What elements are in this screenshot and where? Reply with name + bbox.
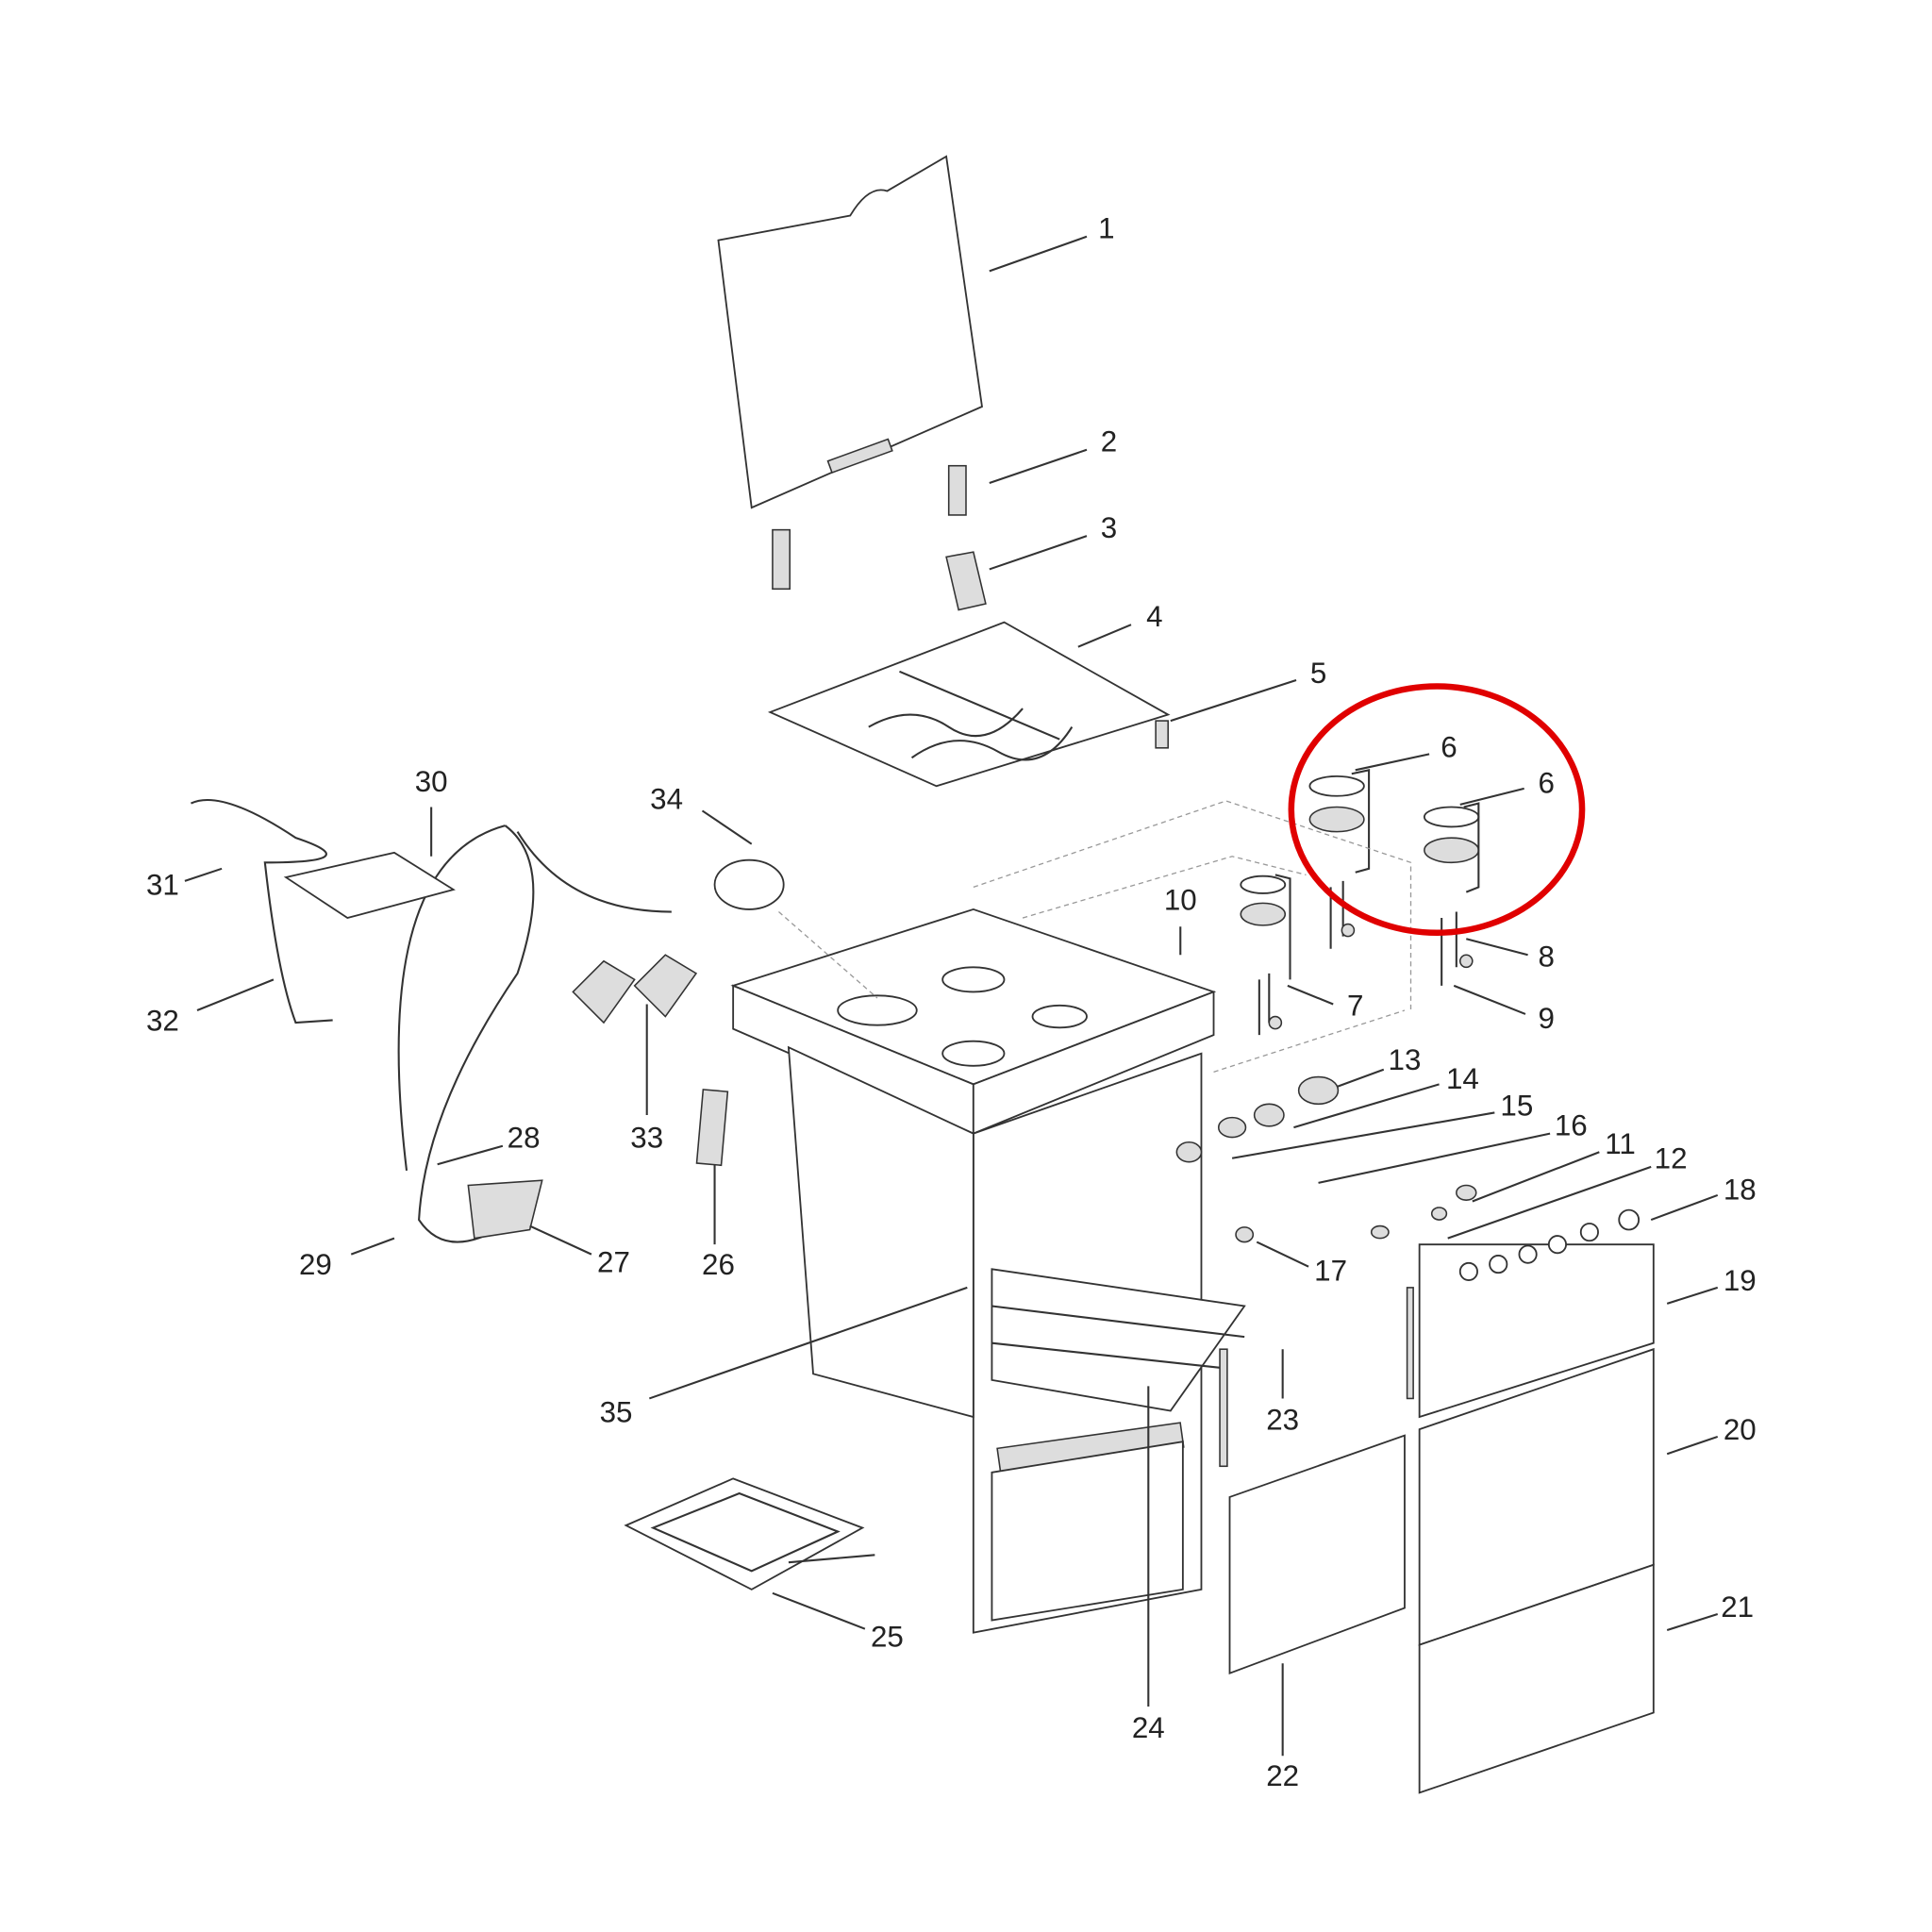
callout-labels: 1 2 3 4 5 6 6 7 8 9 10 11 12 13 14 15 16… xyxy=(146,212,1757,1792)
label-21: 21 xyxy=(1721,1591,1754,1624)
label-8: 8 xyxy=(1538,940,1554,973)
part-hotplate[interactable] xyxy=(713,858,878,999)
label-29: 29 xyxy=(299,1248,332,1281)
label-33: 33 xyxy=(630,1121,663,1154)
label-19: 19 xyxy=(1724,1264,1757,1297)
part-glass-lid[interactable] xyxy=(717,155,983,509)
label-24: 24 xyxy=(1132,1711,1165,1744)
label-23: 23 xyxy=(1266,1404,1299,1437)
highlight-circle xyxy=(1288,683,1586,936)
label-32: 32 xyxy=(146,1004,179,1037)
label-16: 16 xyxy=(1555,1108,1588,1141)
label-34: 34 xyxy=(650,782,683,815)
label-15: 15 xyxy=(1500,1089,1533,1122)
leader-lines xyxy=(184,235,1719,1757)
label-25: 25 xyxy=(871,1620,904,1653)
label-6b: 6 xyxy=(1538,766,1554,799)
label-22: 22 xyxy=(1266,1759,1299,1792)
label-1: 1 xyxy=(1098,212,1114,245)
label-27: 27 xyxy=(597,1245,630,1278)
part-pan-supports[interactable] xyxy=(767,621,1171,788)
label-31: 31 xyxy=(146,869,179,902)
label-9: 9 xyxy=(1538,1002,1554,1035)
part-cooker-body xyxy=(730,908,1246,1634)
label-17: 17 xyxy=(1314,1255,1347,1288)
label-5: 5 xyxy=(1310,657,1326,690)
label-14: 14 xyxy=(1446,1062,1479,1095)
label-7: 7 xyxy=(1347,990,1363,1023)
label-12: 12 xyxy=(1655,1142,1688,1175)
label-30: 30 xyxy=(415,765,448,798)
part-doors[interactable] xyxy=(1219,1208,1655,1794)
label-6a: 6 xyxy=(1441,730,1457,763)
label-18: 18 xyxy=(1724,1173,1757,1206)
label-2: 2 xyxy=(1101,425,1117,458)
label-28: 28 xyxy=(508,1121,541,1154)
label-20: 20 xyxy=(1724,1413,1757,1446)
part-brackets[interactable] xyxy=(572,954,729,1167)
part-thermocouples[interactable] xyxy=(1257,880,1474,1036)
label-10: 10 xyxy=(1164,883,1197,916)
part-knobs xyxy=(1458,1208,1641,1281)
part-burners[interactable] xyxy=(1240,769,1480,980)
part-wiring[interactable] xyxy=(190,798,672,1243)
part-gas-taps[interactable] xyxy=(1175,1075,1477,1243)
part-hinges[interactable] xyxy=(772,464,987,611)
label-3: 3 xyxy=(1101,511,1117,544)
label-11: 11 xyxy=(1605,1127,1636,1160)
label-35: 35 xyxy=(600,1396,633,1429)
label-26: 26 xyxy=(702,1248,735,1281)
part-grill-pan[interactable] xyxy=(624,1477,875,1591)
label-13: 13 xyxy=(1389,1043,1422,1076)
label-4: 4 xyxy=(1146,600,1162,633)
